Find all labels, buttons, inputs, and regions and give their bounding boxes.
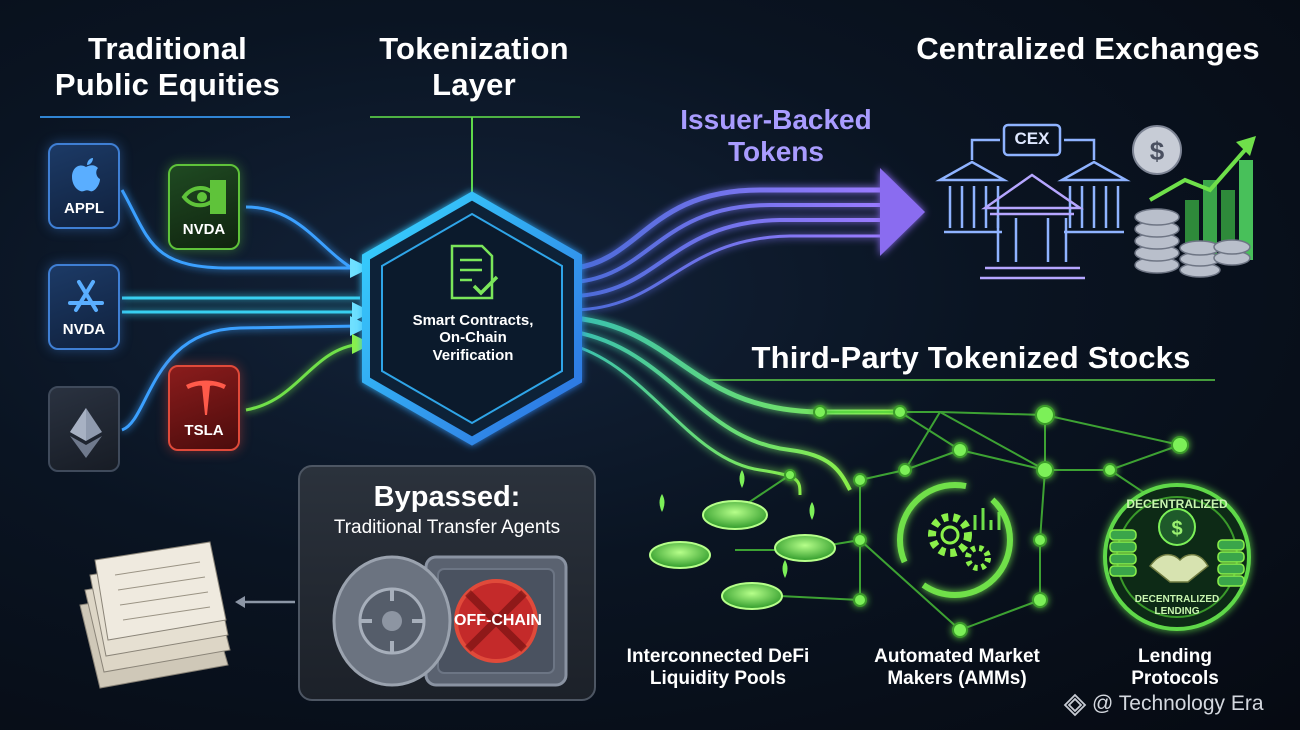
app-store-icon [68,280,104,312]
ticker-tile-tsla: TSLA [168,365,240,451]
tokenization-heading-line2: Layer [432,66,516,102]
back-arrow [235,596,295,608]
lending-badge-bottom-line1: DECENTRALIZED [1134,594,1220,605]
flow-line-eth [121,324,361,432]
defi-network-nodes [784,405,1189,638]
third-party-flow [574,315,900,496]
vault-icon [332,555,568,687]
ticker-tile-nvda-green: NVDA [168,164,240,250]
contract-icon [450,244,499,300]
ticker-label-nvda-blue: NVDA [62,321,106,338]
lending-caption-line1: Lending [1138,646,1212,667]
equities-heading-line2: Public Equities [54,66,281,102]
equities-heading-line1: Traditional [88,31,247,66]
svg-text:$: $ [1171,518,1182,540]
watermark-logo-icon [1063,693,1087,717]
hexagon-line2: On-Chain [439,329,507,347]
amm-caption: Automated Market Makers (AMMs) [852,646,1062,690]
pools-caption-line1: Interconnected DeFi [626,646,810,667]
lending-badge-top: DECENTRALIZED [1126,497,1228,511]
cex-banks-icon [935,123,1131,280]
nvidia-icon [181,180,226,214]
ticker-label-tsla: TSLA [184,422,224,439]
cex-badge: CEX [1014,129,1050,148]
tokenization-hexagon [362,191,582,446]
arrowhead [350,258,370,278]
ticker-label-nvda-green: NVDA [182,221,226,238]
arrowhead [350,316,370,336]
bypassed-title: Bypassed: [373,481,521,513]
hexagon-line3: Verification [432,346,514,364]
paper-stack-icon [79,541,231,689]
apple-icon [72,158,100,192]
pools-caption: Interconnected DeFi Liquidity Pools [618,646,818,690]
flow-line-appl [120,189,350,270]
lending-badge-icon: $ [1103,483,1251,631]
amm-caption-line1: Automated Market [874,646,1040,667]
ticker-label-appl: APPL [63,200,104,217]
lending-caption-line2: Protocols [1131,667,1219,689]
lending-badge-bottom-line2: LENDING [1154,605,1200,617]
issuer-arrowhead [880,168,925,256]
off-chain-stamp: OFF-CHAIN [454,612,542,629]
liquidity-pools-icon [649,470,836,610]
amm-caption-line2: Makers (AMMs) [887,667,1027,689]
pools-caption-line2: Liquidity Pools [649,667,787,689]
issuer-flow [574,187,880,312]
tokenization-heading: Tokenization Layer [360,31,588,102]
hexagon-line1: Smart Contracts, [412,312,534,329]
inflow-lines [120,189,362,432]
svg-text:$: $ [1150,136,1165,166]
coins-chart-icon: $ [1132,125,1256,278]
cex-heading: Centralized Exchanges [916,31,1260,66]
issuer-heading-line2: Tokens [728,136,824,168]
tokenization-heading-line1: Tokenization [379,31,569,66]
third-party-heading: Third-Party Tokenized Stocks [751,340,1191,375]
bypassed-panel: Bypassed: Traditional Transfer Agents OF… [298,465,596,701]
flow-line-tsla [245,342,361,412]
watermark-text: @ Technology Era [1092,692,1264,715]
equities-heading: Traditional Public Equities [40,31,295,102]
hexagon-label: Smart Contracts, On-Chain Verification [388,312,558,364]
lending-badge-bottom: DECENTRALIZED LENDING [1116,594,1238,617]
ethereum-icon [70,408,102,458]
tesla-icon [186,380,226,415]
ticker-tile-appl: APPL [48,143,120,229]
ticker-tile-ethereum [48,386,120,472]
flow-line-nvda-green [245,205,356,272]
lending-caption: Lending Protocols [1110,646,1240,690]
bypassed-subtitle: Traditional Transfer Agents [333,517,561,538]
ticker-tile-nvda-blue: NVDA [48,264,120,350]
amm-gears-icon [897,482,1013,598]
issuer-heading: Issuer-Backed Tokens [664,104,888,168]
issuer-heading-line1: Issuer-Backed [680,104,872,135]
